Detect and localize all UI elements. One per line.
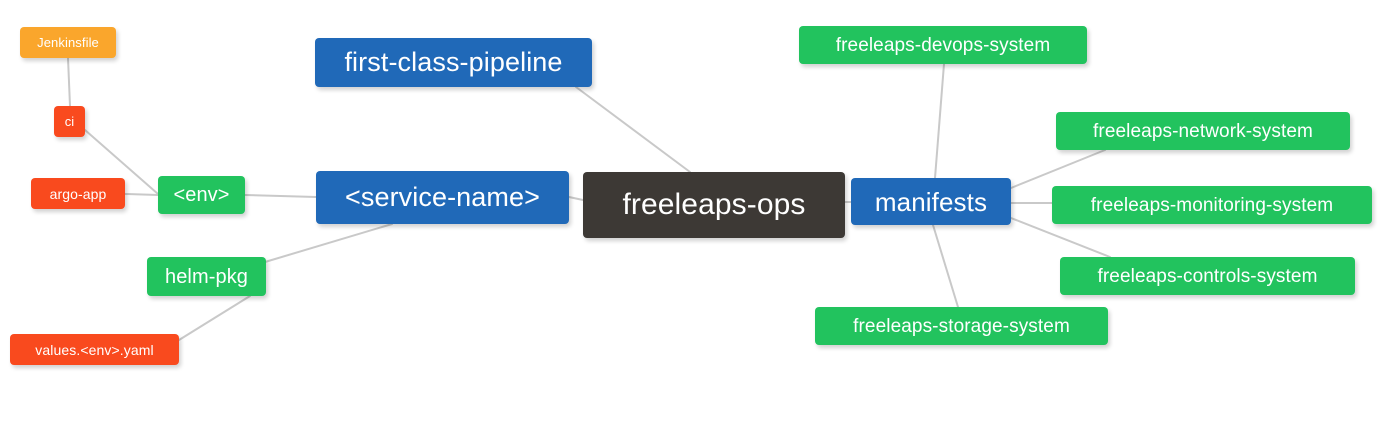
- node-freeleaps-controls-system[interactable]: freeleaps-controls-system: [1060, 257, 1355, 295]
- node-freeleaps-ops[interactable]: freeleaps-ops: [583, 172, 845, 238]
- edge-manifests-to-freeleaps-storage-system: [932, 224, 959, 308]
- node-helm-pkg[interactable]: helm-pkg: [147, 257, 266, 296]
- edge-first-class-pipeline-to-freeleaps-ops: [575, 86, 691, 173]
- node-values-yaml[interactable]: values.<env>.yaml: [10, 334, 179, 365]
- edge-manifests-to-freeleaps-devops-system: [934, 63, 945, 179]
- edge-service-name-to-freeleaps-ops: [568, 196, 584, 201]
- edge-helm-pkg-to-service-name: [264, 223, 393, 263]
- node-ci[interactable]: ci: [54, 106, 85, 137]
- node-jenkinsfile[interactable]: Jenkinsfile: [20, 27, 116, 58]
- node-freeleaps-network-system[interactable]: freeleaps-network-system: [1056, 112, 1350, 150]
- node-freeleaps-monitoring-system[interactable]: freeleaps-monitoring-system: [1052, 186, 1372, 224]
- node-argo-app[interactable]: argo-app: [31, 178, 125, 209]
- edge-env-to-service-name: [244, 194, 317, 198]
- node-manifests[interactable]: manifests: [851, 178, 1011, 225]
- node-env[interactable]: <env>: [158, 176, 245, 214]
- node-first-class-pipeline[interactable]: first-class-pipeline: [315, 38, 592, 87]
- node-service-name[interactable]: <service-name>: [316, 171, 569, 224]
- edge-manifests-to-freeleaps-network-system: [1010, 149, 1106, 189]
- node-freeleaps-devops-system[interactable]: freeleaps-devops-system: [799, 26, 1087, 64]
- edge-argo-app-to-env: [124, 193, 159, 196]
- node-freeleaps-storage-system[interactable]: freeleaps-storage-system: [815, 307, 1108, 345]
- edge-jenkinsfile-to-ci: [67, 57, 71, 107]
- edge-values-yaml-to-helm-pkg: [178, 295, 251, 341]
